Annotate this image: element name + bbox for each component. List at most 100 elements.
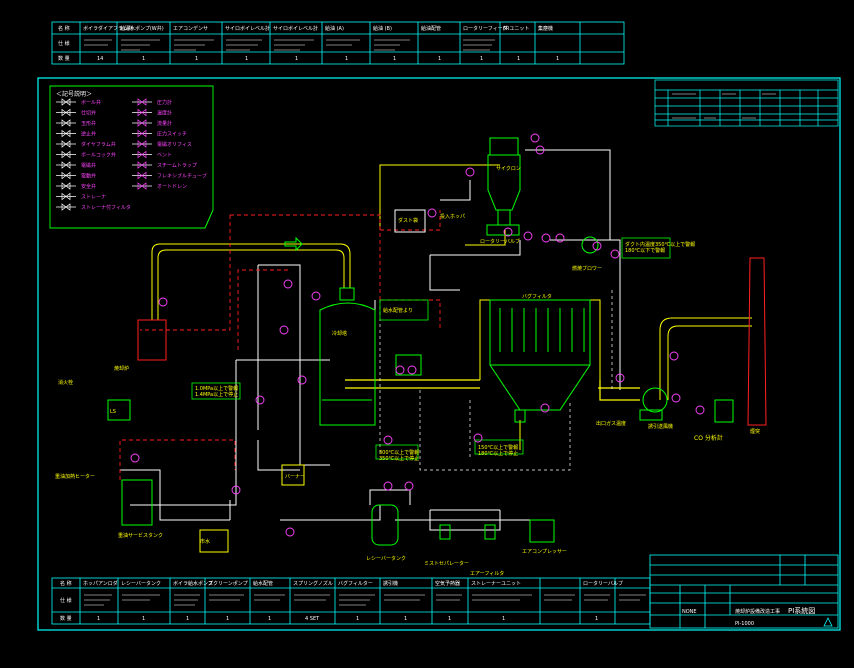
legend-symbol-icon	[137, 140, 147, 148]
legend-label: フレキシブルチューブ	[157, 173, 207, 180]
legend-label: ストレーナ付フィルタ	[81, 204, 131, 211]
legend-symbol-icon	[137, 182, 147, 190]
legend-symbol-icon	[61, 192, 71, 201]
dashed-white-lines	[379, 290, 613, 471]
top-col-name-4: サイロボイレベル計	[225, 25, 270, 32]
legend-label: 圧力スイッチ	[157, 131, 187, 138]
legend-item: ベント	[132, 150, 172, 159]
top-col-name-11: 集塵機	[538, 25, 553, 32]
instrument-gauge-icon	[540, 403, 550, 413]
bottom-col-qty-11: 1	[595, 616, 598, 622]
bottom-table-spec-text	[84, 594, 646, 606]
legend-label: 電磁弁	[81, 162, 96, 169]
blower	[581, 236, 599, 254]
legend-label: ストレーナ	[81, 195, 106, 201]
legend-symbol-icon	[61, 98, 71, 106]
instrument-gauge-icon	[465, 167, 475, 177]
instrument-gauge-icon	[541, 233, 551, 243]
legend-symbol-icon	[137, 129, 147, 138]
note-boxes	[191, 237, 671, 460]
instrument-gauge-icon	[311, 291, 321, 301]
top-col-qty-5: 1	[295, 56, 298, 62]
instrument-gauge-icon	[283, 279, 293, 289]
legend-label: ダイヤフラム弁	[81, 141, 116, 148]
bottom-col-qty-8: 1	[404, 616, 407, 622]
legend-item: ボールコック弁	[56, 150, 116, 159]
legend-title: ＜記号説明＞	[56, 90, 92, 98]
legend-item: ダイヤフラム弁	[56, 140, 116, 148]
bottom-col-name-3: ボイラ給水ポンプ	[173, 580, 213, 587]
instrument-gauge-icon	[615, 373, 625, 383]
top-col-qty-3: 1	[195, 56, 198, 62]
air-compressor	[529, 519, 555, 543]
drawing-number: PI-1000	[735, 621, 754, 627]
top-col-name-9: ロータリーフィーダ	[463, 25, 508, 32]
top-table-spec-text	[84, 39, 495, 51]
legend-items: ボール弁仕切弁玉形弁逆止弁ダイヤフラム弁ボールコック弁電磁弁電動弁安全弁ストレー…	[56, 98, 207, 211]
bottom-spec-table	[51, 577, 651, 625]
label-mist-filter: ミストセパレーター	[424, 560, 469, 567]
instrument-gauge-icon	[231, 485, 241, 495]
bottom-col-name-7: バグフィルター	[338, 580, 373, 587]
legend-item: ボール弁	[56, 98, 101, 106]
label-bag-filter: バグフィルタ	[522, 293, 552, 300]
legend-label: 電磁オリフィス	[157, 141, 192, 148]
bottom-col-qty-7: 1	[356, 616, 359, 622]
instrument-gauge-icon	[671, 393, 681, 403]
bottom-col-name-6: スプリングノズル	[293, 580, 333, 587]
instrument-gauge-icon	[555, 233, 565, 243]
legend-label: 玉形弁	[81, 120, 96, 127]
label-scrubber: 冷却塔	[332, 330, 347, 337]
receiver-tank	[371, 504, 399, 546]
bottom-col-qty-2: 1	[142, 616, 145, 622]
legend-symbol-icon	[137, 98, 147, 106]
instrument-gauge-icon	[255, 395, 265, 405]
bottom-col-qty-6: 4 SET	[305, 616, 320, 622]
label-cyclone: サイクロン	[496, 166, 521, 172]
bottom-col-name-1: ホッパアンロダ	[83, 580, 118, 587]
top-col-name-1: ボイラダイアフラム弁	[83, 25, 133, 32]
instrument-gauge-icon	[669, 351, 679, 361]
label-air-filter: エアーフィルタ	[470, 570, 504, 577]
legend-item: ストレーナ	[56, 192, 106, 201]
legend-symbol-icon	[61, 150, 71, 159]
bottom-col-name-4: スクリーンポンプ	[208, 580, 248, 587]
top-col-qty-11: 1	[556, 56, 559, 62]
legend-item: 電動弁	[56, 171, 96, 180]
process-lines	[120, 149, 752, 531]
drawing-frame	[37, 77, 841, 631]
legend-item: 電磁オリフィス	[132, 140, 192, 148]
bag-filter	[489, 299, 591, 366]
legend-item: スチームトラップ	[132, 161, 197, 169]
instrument-gauge-icon	[695, 405, 705, 415]
legend-label: 圧力計	[157, 99, 172, 106]
legend-item: 電磁弁	[56, 161, 96, 169]
legend-item: 圧力計	[132, 98, 172, 106]
drawing-scale: NONE	[682, 609, 697, 615]
bottom-col-qty-5: 1	[268, 616, 271, 622]
instrument-gauge-icon	[395, 365, 405, 375]
legend-symbol-icon	[61, 171, 71, 180]
label-burner: バーナー	[285, 474, 305, 480]
legend-label: 仕切弁	[81, 110, 96, 117]
instrument-gauge-icon	[473, 433, 483, 443]
label-hopper: 投入ホッパ	[440, 213, 465, 220]
top-row-label-name: 名 称	[58, 25, 70, 32]
top-row-label-spec: 仕 様	[58, 40, 70, 47]
instrument-gauge-icon	[535, 145, 545, 155]
top-col-name-8: 給油配管	[421, 25, 441, 32]
top-col-qty-9: 1	[480, 56, 483, 62]
label-city-water: 市水	[200, 538, 210, 545]
scrubber-tower	[319, 302, 376, 426]
bottom-col-qty-10: 1	[502, 616, 505, 622]
bottom-col-name-11: ロータリーバルブ	[583, 580, 623, 587]
label-level-sw: LS	[110, 409, 116, 415]
legend-symbol-icon	[61, 140, 71, 148]
top-col-qty-6: 1	[345, 56, 348, 62]
north-triangle-icon	[823, 617, 833, 627]
top-col-qty-1: 14	[97, 56, 103, 62]
instrument-gauge-icon	[592, 241, 602, 251]
legend-symbol-icon	[61, 203, 71, 211]
